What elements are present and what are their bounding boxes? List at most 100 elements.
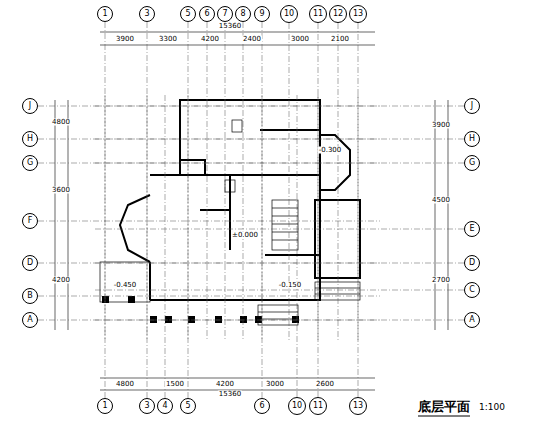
grid-bubble: 11 xyxy=(309,397,327,415)
grid-bubble: G xyxy=(464,155,480,171)
grid-label: H xyxy=(469,135,475,143)
grid-bubble: 1 xyxy=(97,6,113,22)
grid-line xyxy=(95,163,464,164)
dimension-text: 3300 xyxy=(158,36,178,43)
grid-label: 13 xyxy=(353,402,363,410)
grid-label: 10 xyxy=(292,402,302,410)
grid-label: J xyxy=(471,102,473,110)
grid-bubble: 5 xyxy=(180,398,196,414)
grid-line xyxy=(38,221,380,222)
grid-label: C xyxy=(469,286,475,294)
grid-line xyxy=(165,95,166,398)
grid-label: H xyxy=(27,135,33,143)
dimension-text: 4200 xyxy=(215,381,235,388)
dimension-text: 2400 xyxy=(242,36,262,43)
grid-bubble: 13 xyxy=(349,397,367,415)
grid-label: 4 xyxy=(162,402,167,410)
grid-line xyxy=(95,290,464,291)
grid-label: 3 xyxy=(144,402,149,410)
drawing-title: 底层平面 xyxy=(418,400,470,413)
dimension-text: 4200 xyxy=(200,36,220,43)
grid-bubble: 3 xyxy=(139,6,155,22)
grid-line xyxy=(225,22,226,340)
grid-line xyxy=(95,229,464,230)
level-mark: -0.150 xyxy=(278,282,303,289)
grid-label: D xyxy=(27,259,33,267)
dimension-text: 4800 xyxy=(115,381,135,388)
grid-bubble: A xyxy=(464,312,480,328)
dimension-text: 3600 xyxy=(51,187,71,194)
grid-label: 5 xyxy=(185,402,190,410)
grid-line xyxy=(147,95,148,398)
grid-bubble: 11 xyxy=(309,5,327,23)
grid-bubble: B xyxy=(22,288,38,304)
grid-bubble: 7 xyxy=(217,6,233,22)
grid-bubble: F xyxy=(22,213,38,229)
grid-line xyxy=(318,95,319,397)
grid-label: A xyxy=(469,316,474,324)
grid-line xyxy=(262,95,263,398)
grid-line xyxy=(207,22,208,340)
grid-bubble: 1 xyxy=(97,398,113,414)
grid-line xyxy=(105,95,106,398)
grid-line xyxy=(297,95,298,397)
grid-label: 11 xyxy=(313,402,323,410)
grid-bubble: 6 xyxy=(199,6,215,22)
grid-label: G xyxy=(469,159,475,167)
grid-label: E xyxy=(469,225,474,233)
grid-label: 11 xyxy=(313,10,323,18)
grid-line xyxy=(188,95,189,398)
grid-bubble: J xyxy=(464,98,480,114)
grid-line xyxy=(243,22,244,340)
grid-label: D xyxy=(469,259,475,267)
dimension-text: 4200 xyxy=(51,277,71,284)
grid-line xyxy=(338,23,339,340)
grid-line xyxy=(95,320,464,321)
dimension-text: 1500 xyxy=(165,381,185,388)
grid-label: 8 xyxy=(240,10,245,18)
grid-label: A xyxy=(27,316,32,324)
grid-label: 6 xyxy=(204,10,209,18)
grid-bubble: 10 xyxy=(288,397,306,415)
grid-label: 13 xyxy=(353,10,363,18)
grid-bubble: C xyxy=(464,282,480,298)
grid-bubble: D xyxy=(22,255,38,271)
grid-bubble: 8 xyxy=(235,6,251,22)
dimension-text: 15360 xyxy=(218,391,242,398)
grid-bubble: G xyxy=(22,155,38,171)
grid-label: 5 xyxy=(185,10,190,18)
grid-bubble: E xyxy=(464,221,480,237)
grid-bubble: 5 xyxy=(180,6,196,22)
grid-bubble: J xyxy=(22,98,38,114)
grid-bubble: 4 xyxy=(157,398,173,414)
grid-label: 1 xyxy=(102,402,107,410)
grid-label: G xyxy=(27,159,33,167)
grid-bubble: 3 xyxy=(139,398,155,414)
grid-line xyxy=(95,263,464,264)
dimension-text: 15360 xyxy=(218,23,242,30)
grid-bubble: H xyxy=(464,131,480,147)
grid-bubble: 10 xyxy=(280,5,298,23)
grid-line xyxy=(358,95,359,397)
dimension-text: 2100 xyxy=(330,36,350,43)
level-mark: ±0.000 xyxy=(231,232,259,239)
grid-line xyxy=(38,296,380,297)
grid-line xyxy=(95,139,464,140)
title-underline xyxy=(418,416,470,417)
grid-bubble: D xyxy=(464,255,480,271)
grid-bubble: 13 xyxy=(349,5,367,23)
dimension-text: 2700 xyxy=(431,277,451,284)
grid-line xyxy=(95,106,464,107)
dimension-text: 4500 xyxy=(431,197,451,204)
grid-label: 10 xyxy=(284,10,294,18)
grid-label: J xyxy=(29,102,31,110)
grid-label: 3 xyxy=(144,10,149,18)
grid-bubble: 6 xyxy=(254,398,270,414)
dimension-text: 3000 xyxy=(290,36,310,43)
grid-label: 9 xyxy=(259,10,264,18)
grid-label: B xyxy=(27,292,33,300)
dimension-text: 4800 xyxy=(51,119,71,126)
grid-bubble: H xyxy=(22,131,38,147)
